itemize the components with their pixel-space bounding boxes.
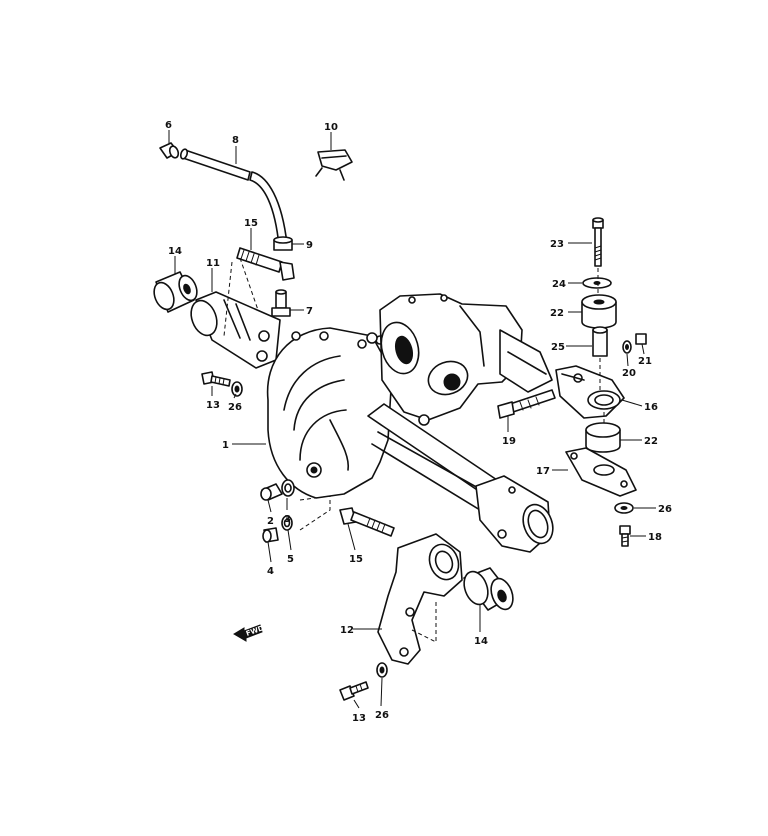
callout-23: 23 [550,239,564,250]
part-8-breather-hose [179,148,288,247]
callout-25: 25 [551,342,565,353]
part-25-collar [592,326,608,357]
part-26-washer-bottom [376,662,388,678]
callout-6: 6 [165,120,172,131]
callout-14-top: 14 [168,246,182,257]
callout-16: 16 [644,402,658,413]
part-1-differential-housing [266,327,554,553]
part-22-cushion-bottom [585,422,621,453]
part-21-nut [635,333,647,345]
part-15-bolt-top [236,247,295,281]
callout-12: 12 [340,625,354,636]
part-7-nipple [271,289,291,317]
callout-26-right: 26 [658,504,672,515]
part-24-washer [582,277,612,289]
callout-15-bottom: 15 [349,554,363,565]
callout-11: 11 [206,258,220,269]
leader-lines [168,130,656,709]
callout-14-bottom: 14 [474,636,488,647]
callout-2: 2 [267,516,274,527]
part-16-rear-mount [555,365,625,419]
part-22-cushion-top [581,294,617,329]
part-10-clip [315,149,353,181]
callout-21: 21 [638,356,652,367]
callout-13-bottom: 13 [352,713,366,724]
part-13-bolt-bottom [339,681,369,701]
part-20-washer [622,340,632,354]
part-26-washer-left [231,381,243,397]
callout-5: 5 [287,554,294,565]
part-18-bolt [619,525,631,547]
part-2-drain-plug [260,483,283,501]
callout-17: 17 [536,466,550,477]
callout-labels: 6 8 10 15 9 7 14 11 13 26 1 2 3 4 5 15 1… [165,120,672,724]
callout-22-top: 22 [550,308,564,319]
part-14-bushing-bottom [463,567,514,611]
part-12-front-mount-arm [377,533,463,665]
part-14-bushing-top [153,271,198,313]
part-13-bolt-left [201,371,231,387]
alignment-lines [223,257,605,643]
callout-24: 24 [552,279,566,290]
part-15-bolt-bottom [339,507,395,537]
callout-10: 10 [324,122,338,133]
differential-carrier [366,293,553,426]
callout-1: 1 [222,440,229,451]
part-9-hose-clamp [273,236,293,251]
callout-8: 8 [232,135,239,146]
fwd-label: FWD [245,624,265,638]
part-23-bolt [592,217,604,267]
part-19-bolt [497,389,556,419]
callout-26-left: 26 [228,402,242,413]
callout-22-bottom: 22 [644,436,658,447]
callout-7: 7 [306,306,313,317]
callout-3: 3 [284,514,291,525]
part-11-mount-bracket [190,291,281,369]
callout-9: 9 [306,240,313,251]
part-26-washer-right [614,502,634,514]
callout-20: 20 [622,368,636,379]
callout-4: 4 [267,566,274,577]
part-5-gasket [281,515,293,531]
forward-direction-arrow: FWD [233,624,265,642]
part-4-filler-plug [262,527,279,543]
callout-13-left: 13 [206,400,220,411]
callout-19: 19 [502,436,516,447]
part-3-gasket [281,479,295,497]
part-17-mount-plate [565,447,637,497]
part-6-cap [159,142,180,159]
callout-15-top: 15 [244,218,258,229]
callout-26-bottom: 26 [375,710,389,721]
callout-18: 18 [648,532,662,543]
